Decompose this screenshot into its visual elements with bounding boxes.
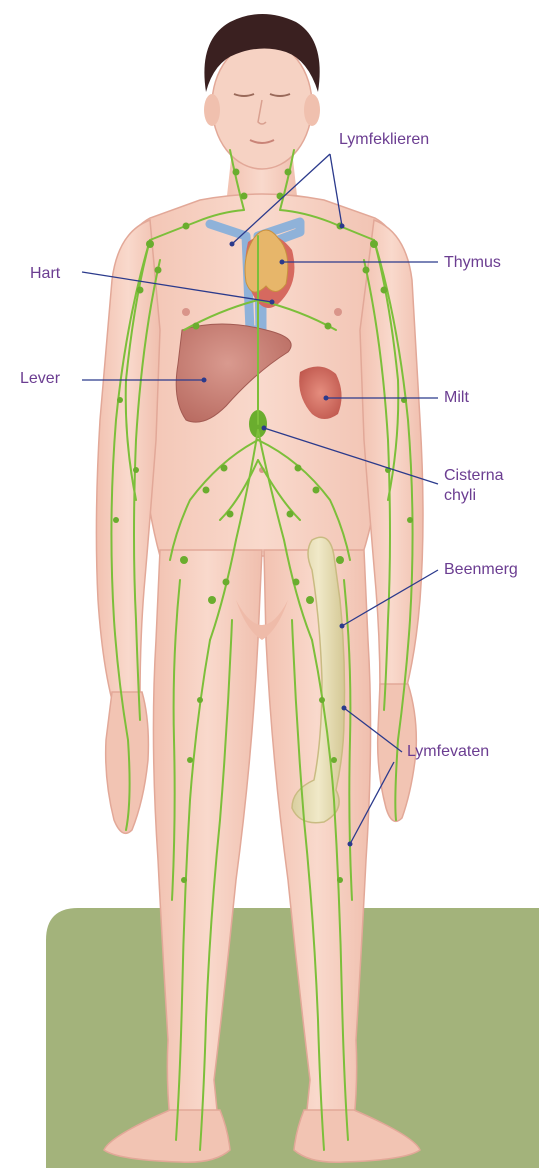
label-lever: Lever xyxy=(20,369,60,389)
label-lymfeklieren: Lymfeklieren xyxy=(339,130,429,150)
label-thymus: Thymus xyxy=(444,253,501,273)
ear-right xyxy=(304,94,320,126)
ear-left xyxy=(204,94,220,126)
face xyxy=(212,41,312,169)
nipple-right xyxy=(334,308,342,316)
info-glyph: i xyxy=(501,745,510,778)
nipple-left xyxy=(182,308,190,316)
info-panel xyxy=(46,908,539,1168)
info-speech-bubble-icon: i xyxy=(485,727,539,785)
label-hart: Hart xyxy=(30,264,60,284)
left-arm xyxy=(96,220,160,700)
left-hand xyxy=(106,692,149,833)
label-cisterna-chyli: Cisterna chyli xyxy=(444,466,524,506)
head xyxy=(204,14,320,169)
label-milt: Milt xyxy=(444,388,469,408)
label-beenmerg: Beenmerg xyxy=(444,560,518,580)
label-lymfevaten: Lymfevaten xyxy=(407,742,489,762)
